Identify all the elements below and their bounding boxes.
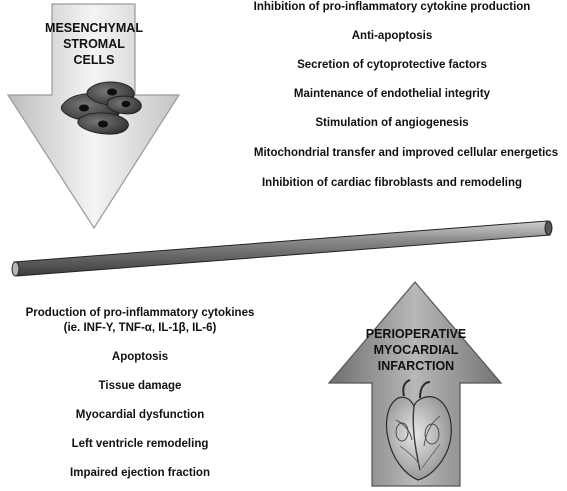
heart-illustration (385, 379, 452, 481)
benefit-item: Stimulation of angiogenesis (315, 117, 469, 129)
harm-item: Impaired ejection fraction (70, 467, 210, 479)
benefit-item: Mitochondrial transfer and improved cell… (253, 147, 559, 159)
infarction-title-line: MYOCARDIAL (373, 343, 459, 357)
balance-beam (11, 220, 553, 277)
harm-item: Production of pro-inflammatory cytokines (25, 307, 255, 319)
harm-item: Left ventricle remodeling (71, 438, 209, 450)
harm-item: Tissue damage (98, 380, 182, 392)
stromal-cells-illustration (60, 81, 142, 135)
infarction-title-line: INFARCTION (377, 359, 455, 373)
msc-title-line: MESENCHYMAL (45, 21, 143, 35)
harm-item: Myocardial dysfunction (75, 409, 205, 421)
msc-title: MESENCHYMAL STROMAL CELLS (45, 20, 143, 68)
benefit-item: Anti-apoptosis (351, 30, 433, 42)
harm-item-detail: (ie. INF-Y, TNF-α, IL-1β, IL-6) (63, 322, 217, 334)
infarction-up-arrow (327, 281, 503, 487)
infarction-title-line: PERIOPERATIVE (365, 327, 467, 341)
benefit-item: Inhibition of pro-inflammatory cytokine … (253, 1, 531, 13)
msc-title-line: STROMAL (63, 37, 125, 51)
msc-title-line: CELLS (73, 53, 115, 67)
harm-item: Apoptosis (111, 351, 169, 363)
infarction-title: PERIOPERATIVE MYOCARDIAL INFARCTION (366, 326, 466, 374)
benefit-item: Inhibition of cardiac fibroblasts and re… (261, 177, 523, 189)
benefit-item: Secretion of cytoprotective factors (297, 59, 487, 71)
benefit-item: Maintenance of endothelial integrity (293, 88, 491, 100)
